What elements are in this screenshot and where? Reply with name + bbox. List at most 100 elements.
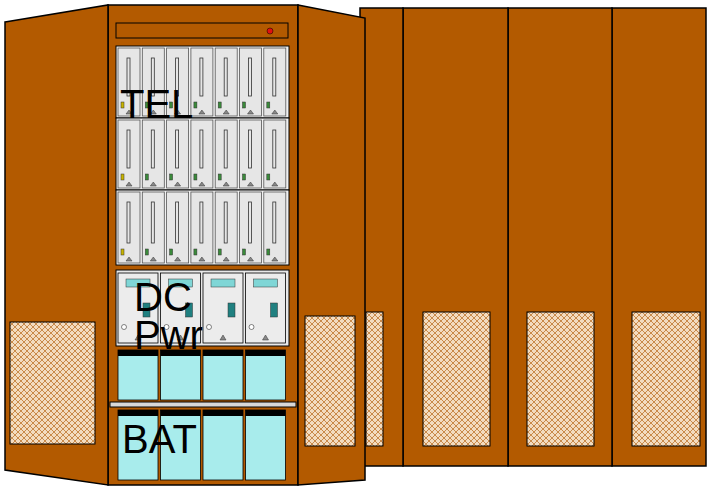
battery <box>203 350 243 400</box>
battery-top <box>246 350 286 356</box>
card-latch <box>175 182 181 186</box>
card-latch <box>223 182 229 186</box>
tel-card <box>191 48 213 116</box>
card-slot <box>151 130 154 168</box>
tel-card <box>142 192 164 263</box>
card-latch <box>126 182 132 186</box>
card-latch <box>272 182 278 186</box>
card-led <box>267 249 270 255</box>
tel-card <box>191 120 213 188</box>
knob <box>122 325 127 330</box>
battery <box>203 410 243 480</box>
card-latch <box>272 110 278 114</box>
card-led <box>145 249 148 255</box>
card-latch <box>199 110 205 114</box>
card-led <box>243 102 246 108</box>
card-slot <box>127 130 130 168</box>
battery <box>246 410 286 480</box>
card-led <box>218 174 221 180</box>
latch <box>220 335 226 340</box>
card-slot <box>151 202 154 243</box>
battery <box>118 350 158 400</box>
card-latch <box>126 257 132 261</box>
tel-card <box>118 192 140 263</box>
tel-card <box>167 192 189 263</box>
battery <box>246 350 286 400</box>
battery <box>161 350 201 400</box>
card-slot <box>273 202 276 243</box>
card-slot <box>249 130 252 168</box>
card-led <box>194 249 197 255</box>
meter <box>228 303 235 317</box>
card-latch <box>248 110 254 114</box>
tel-label: TEL <box>120 85 210 123</box>
knob <box>207 325 212 330</box>
card-slot <box>176 130 179 168</box>
card-slot <box>200 202 203 243</box>
card-slot <box>176 202 179 243</box>
battery-top <box>118 410 158 416</box>
card-led <box>194 102 197 108</box>
card-slot <box>224 130 227 168</box>
card-slot <box>249 202 252 243</box>
latch <box>263 335 269 340</box>
card-slot <box>200 130 203 168</box>
tel-card <box>240 192 262 263</box>
card-slot <box>273 58 276 96</box>
display <box>211 279 235 287</box>
card-led <box>267 102 270 108</box>
battery-label: BAT <box>122 420 212 458</box>
meter <box>271 303 278 317</box>
card-latch <box>272 257 278 261</box>
tel-card <box>264 48 286 116</box>
card-latch <box>248 182 254 186</box>
card-led <box>267 174 270 180</box>
card-led <box>145 174 148 180</box>
card-latch <box>248 257 254 261</box>
rectifier <box>203 273 243 343</box>
card-latch <box>199 182 205 186</box>
card-latch <box>175 257 181 261</box>
card-latch <box>150 182 156 186</box>
card-slot <box>224 58 227 96</box>
card-led <box>243 249 246 255</box>
battery-top <box>161 410 201 416</box>
tel-card <box>240 48 262 116</box>
card-latch <box>223 110 229 114</box>
card-slot <box>224 202 227 243</box>
card-latch <box>223 257 229 261</box>
rectifier <box>246 273 286 343</box>
tel-card <box>240 120 262 188</box>
tel-card <box>264 192 286 263</box>
card-led <box>121 249 124 255</box>
tel-shelf <box>116 190 289 265</box>
card-slot <box>200 58 203 96</box>
card-slot <box>249 58 252 96</box>
tel-card <box>215 120 237 188</box>
tel-card <box>191 192 213 263</box>
card-led <box>218 102 221 108</box>
card-led <box>218 249 221 255</box>
card-led <box>121 174 124 180</box>
card-led <box>170 249 173 255</box>
batteries <box>118 350 286 480</box>
card-led <box>170 174 173 180</box>
power-label: DC Pwr <box>134 278 204 354</box>
battery-top <box>203 350 243 356</box>
display <box>254 279 278 287</box>
tel-card <box>142 120 164 188</box>
card-latch <box>199 257 205 261</box>
tel-card <box>118 120 140 188</box>
tel-shelf <box>116 118 289 190</box>
battery-top <box>203 410 243 416</box>
tel-card <box>167 120 189 188</box>
tel-card <box>215 192 237 263</box>
card-slot <box>127 202 130 243</box>
knob <box>249 325 254 330</box>
card-led <box>243 174 246 180</box>
card-led <box>194 174 197 180</box>
battery-top <box>246 410 286 416</box>
tel-shelves <box>116 46 289 265</box>
tel-card <box>264 120 286 188</box>
